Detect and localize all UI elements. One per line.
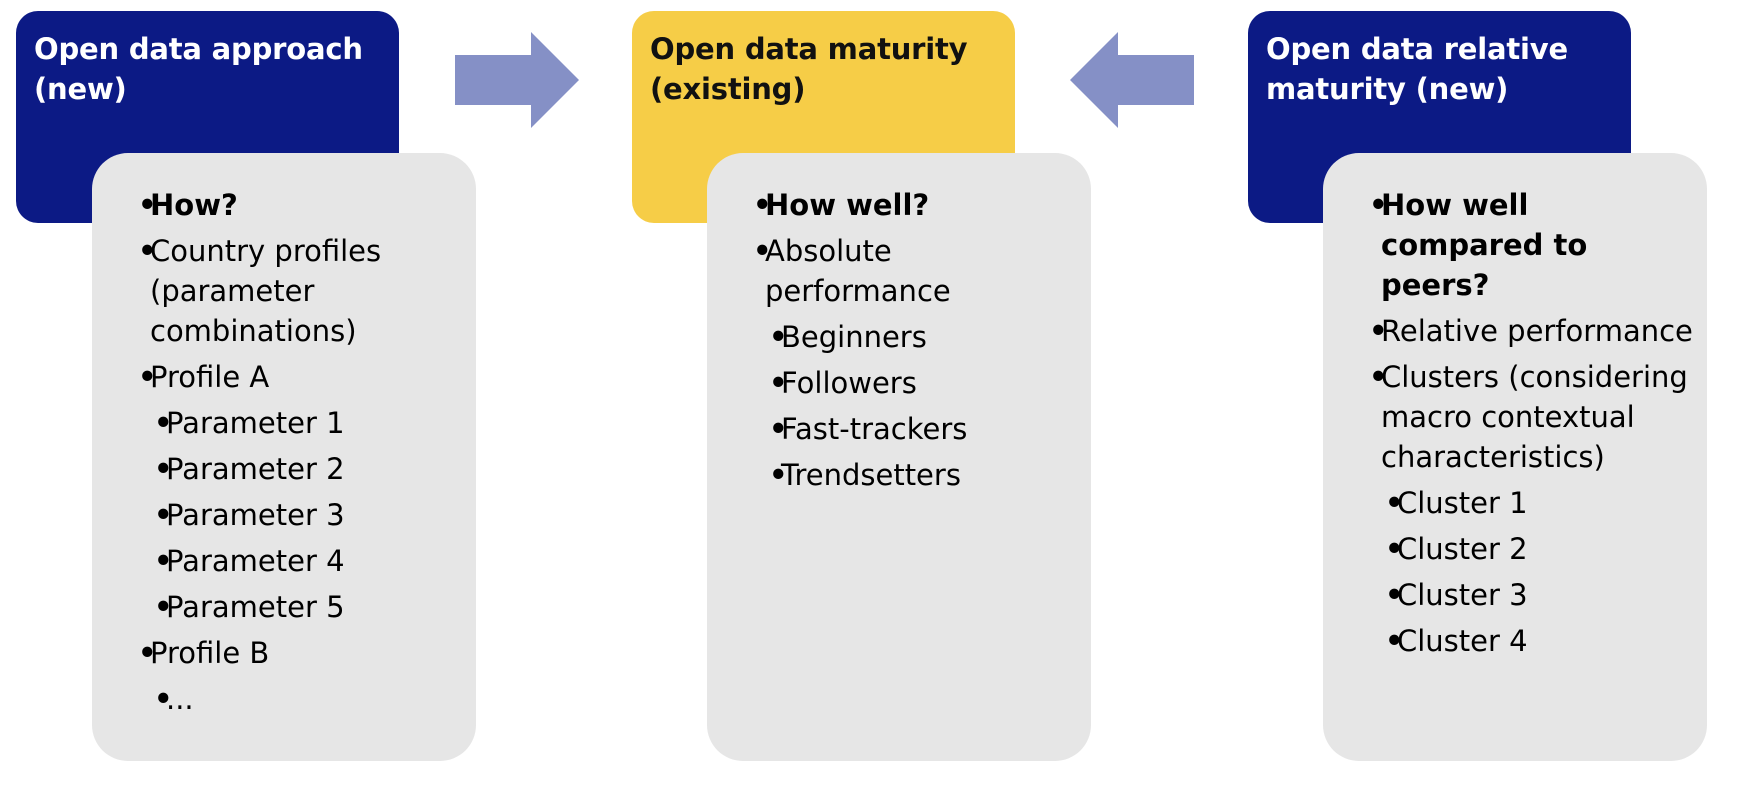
- sub-list-item: •Parameter 4: [142, 541, 462, 581]
- list-item-text: How well?: [765, 188, 930, 222]
- bullet-icon: •: [138, 636, 157, 670]
- bullet-icon: •: [769, 366, 788, 400]
- bullet-icon: •: [138, 360, 157, 394]
- list-item: •How?: [126, 185, 462, 225]
- bullet-icon: •: [1385, 578, 1404, 612]
- list-item: •Relative performance: [1357, 311, 1693, 351]
- sub-list-item: •Cluster 3: [1373, 575, 1693, 615]
- sub-list-item: •Parameter 3: [142, 495, 462, 535]
- list-item-text: Parameter 1: [166, 406, 345, 440]
- list-item-text: ...: [166, 682, 194, 716]
- list-item-text: Profile A: [150, 360, 270, 394]
- list-item-text: How well compared to peers?: [1381, 188, 1588, 302]
- sub-list-item: •Parameter 1: [142, 403, 462, 443]
- sub-list-item: •Parameter 2: [142, 449, 462, 489]
- list-item-text: Cluster 1: [1397, 486, 1528, 520]
- sub-list-item: •Fast-trackers: [757, 409, 1077, 449]
- arrow-right-shape: [455, 32, 579, 128]
- list-item-text: Fast-trackers: [781, 412, 968, 446]
- bullet-icon: •: [154, 452, 173, 486]
- list-item-text: Parameter 3: [166, 498, 345, 532]
- bullet-icon: •: [154, 544, 173, 578]
- list-item-text: Cluster 2: [1397, 532, 1528, 566]
- list-item: •How well?: [741, 185, 1077, 225]
- list-item-text: Parameter 5: [166, 590, 345, 624]
- arrow-right-icon: [455, 32, 579, 128]
- bullet-icon: •: [138, 188, 157, 222]
- sub-list-item: •Cluster 1: [1373, 483, 1693, 523]
- arrow-left-icon: [1070, 32, 1194, 128]
- sub-list-item: •Cluster 4: [1373, 621, 1693, 661]
- maturity-title: Open data maturity (existing): [650, 32, 968, 106]
- bullet-icon: •: [1369, 314, 1388, 348]
- bullet-icon: •: [1385, 532, 1404, 566]
- list-item-text: Relative performance: [1381, 314, 1693, 348]
- bullet-icon: •: [1369, 188, 1388, 222]
- relative-content-box: •How well compared to peers?•Relative pe…: [1323, 153, 1707, 761]
- sub-list-item: •Cluster 2: [1373, 529, 1693, 569]
- list-item-text: How?: [150, 188, 238, 222]
- bullet-icon: •: [1385, 486, 1404, 520]
- list-item-text: Parameter 2: [166, 452, 345, 486]
- list-item-text: Cluster 3: [1397, 578, 1528, 612]
- relative-list: •How well compared to peers?•Relative pe…: [1357, 185, 1693, 661]
- arrow-left-shape: [1070, 32, 1194, 128]
- list-item-text: Trendsetters: [781, 458, 961, 492]
- bullet-icon: •: [769, 320, 788, 354]
- bullet-icon: •: [1385, 624, 1404, 658]
- list-item-text: Profile B: [150, 636, 270, 670]
- bullet-icon: •: [154, 590, 173, 624]
- bullet-icon: •: [154, 498, 173, 532]
- list-item-text: Clusters (considering macro contextual c…: [1381, 360, 1688, 474]
- bullet-icon: •: [1369, 360, 1388, 394]
- approach-content-box: •How?•Country profiles (parameter combin…: [92, 153, 476, 761]
- approach-title: Open data approach (new): [34, 32, 363, 106]
- maturity-list: •How well?•Absolute performance•Beginner…: [741, 185, 1077, 495]
- sub-list-item: •...: [142, 679, 462, 719]
- list-item: •Profile B: [126, 633, 462, 673]
- list-item: •Country profiles (parameter combination…: [126, 231, 462, 351]
- maturity-content-box: •How well?•Absolute performance•Beginner…: [707, 153, 1091, 761]
- bullet-icon: •: [769, 412, 788, 446]
- bullet-icon: •: [138, 234, 157, 268]
- sub-list-item: •Followers: [757, 363, 1077, 403]
- relative-title: Open data relative maturity (new): [1266, 32, 1568, 106]
- list-item-text: Followers: [781, 366, 917, 400]
- sub-list-item: •Beginners: [757, 317, 1077, 357]
- list-item: •Clusters (considering macro contextual …: [1357, 357, 1693, 477]
- list-item: •How well compared to peers?: [1357, 185, 1693, 305]
- list-item-text: Parameter 4: [166, 544, 345, 578]
- list-item: •Absolute performance: [741, 231, 1077, 311]
- bullet-icon: •: [769, 458, 788, 492]
- list-item-text: Cluster 4: [1397, 624, 1528, 658]
- sub-list-item: •Trendsetters: [757, 455, 1077, 495]
- approach-list: •How?•Country profiles (parameter combin…: [126, 185, 462, 719]
- bullet-icon: •: [154, 406, 173, 440]
- list-item-text: Beginners: [781, 320, 927, 354]
- list-item-text: Absolute performance: [765, 234, 951, 308]
- sub-list-item: •Parameter 5: [142, 587, 462, 627]
- bullet-icon: •: [753, 188, 772, 222]
- bullet-icon: •: [753, 234, 772, 268]
- bullet-icon: •: [154, 682, 173, 716]
- list-item-text: Country profiles (parameter combinations…: [150, 234, 382, 348]
- list-item: •Profile A: [126, 357, 462, 397]
